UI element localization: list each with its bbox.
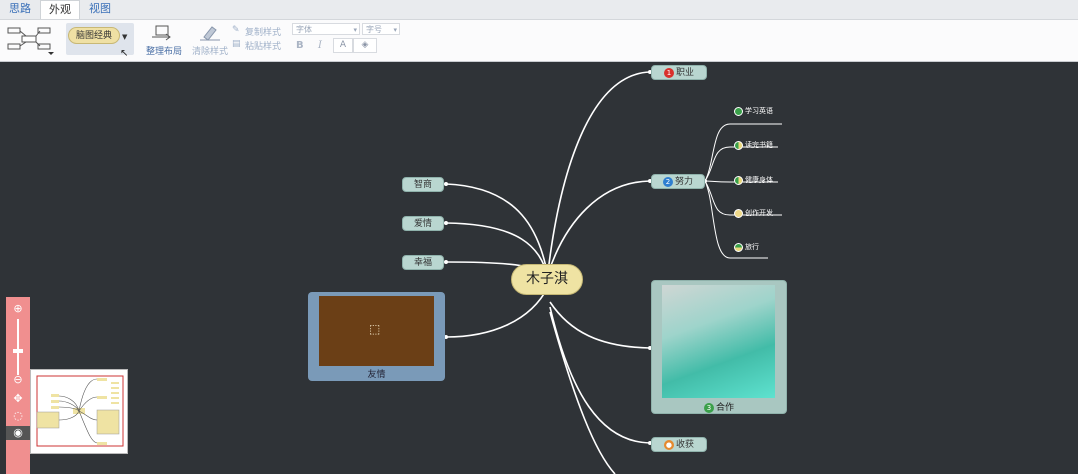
image-node-label: 友情 bbox=[367, 370, 386, 380]
copy-style-label: 复制样式 bbox=[245, 28, 282, 38]
progress-icon bbox=[734, 175, 743, 185]
priority-badge: 3 bbox=[703, 402, 714, 413]
branch-label: 努力 bbox=[674, 177, 693, 187]
tab-idea[interactable]: 思路 bbox=[9, 2, 31, 15]
branch-node-happiness[interactable]: 幸福 bbox=[402, 255, 444, 270]
zoom-panel: ⊕ ⊖ ✥ ◌ ◉ bbox=[6, 297, 30, 474]
clear-style-button[interactable]: 清除样式 bbox=[190, 23, 230, 57]
priority-badge: 2 bbox=[662, 176, 673, 187]
zoom-slider-handle[interactable] bbox=[13, 349, 23, 353]
relayout-button[interactable]: 整理布局 bbox=[144, 23, 182, 57]
font-size-value: 字号 bbox=[366, 25, 382, 34]
bold-button[interactable]: B bbox=[296, 40, 304, 51]
minimap[interactable] bbox=[30, 369, 128, 454]
eraser-icon bbox=[200, 26, 220, 41]
locate-icon[interactable]: ◌ bbox=[13, 409, 23, 422]
branch-node-love[interactable]: 爱情 bbox=[402, 216, 444, 231]
tab-appearance[interactable]: 外观 bbox=[40, 0, 80, 19]
toolbar: 脑图经典 ▼ ↖ 整理布局 清除样式 ✎ 复制样式 ▤ 粘贴样式 字体 ▾ 字号… bbox=[0, 20, 1078, 62]
paste-icon: ▤ bbox=[232, 39, 241, 49]
brush-icon: ✎ bbox=[232, 25, 240, 35]
mindmap-structure-icon bbox=[7, 27, 54, 55]
relayout-icon bbox=[152, 25, 171, 41]
relayout-label: 整理布局 bbox=[146, 47, 183, 57]
leaf-node[interactable]: 创作开发 bbox=[734, 208, 773, 218]
node-image: ⬚ bbox=[319, 296, 434, 366]
branch-label: 职业 bbox=[675, 68, 694, 78]
chevron-down-icon: ▾ bbox=[353, 26, 357, 34]
eye-icon[interactable]: ◉ bbox=[6, 426, 30, 440]
progress-icon bbox=[734, 208, 743, 218]
image-node-friendship[interactable]: ⬚ 友情 bbox=[308, 292, 445, 381]
background-color-button[interactable]: ◈ bbox=[353, 38, 377, 53]
leaf-node[interactable]: 读完书籍 bbox=[734, 140, 773, 150]
font-family-select[interactable]: 字体 ▾ bbox=[292, 23, 360, 35]
node-image bbox=[662, 285, 775, 398]
done-icon bbox=[734, 106, 743, 116]
progress-icon bbox=[734, 242, 743, 252]
clear-style-label: 清除样式 bbox=[192, 47, 229, 57]
leaf-node[interactable]: 学习英语 bbox=[734, 106, 773, 116]
branch-label: 收获 bbox=[675, 440, 694, 450]
copy-style-button[interactable]: ✎ 复制样式 bbox=[232, 25, 287, 38]
font-color-button[interactable]: A bbox=[333, 38, 353, 53]
harvest-icon: ● bbox=[663, 439, 674, 450]
theme-dropdown-arrow-icon[interactable]: ▼ bbox=[122, 33, 128, 41]
mindmap-structure-button[interactable] bbox=[6, 24, 56, 56]
chevron-down-icon: ▾ bbox=[393, 26, 397, 34]
image-placeholder-icon: ⬚ bbox=[369, 322, 381, 336]
tab-bar: 思路 外观 视图 bbox=[0, 0, 1078, 20]
italic-button[interactable]: I bbox=[318, 40, 322, 51]
move-icon[interactable]: ✥ bbox=[13, 392, 23, 405]
paste-style-button[interactable]: ▤ 粘贴样式 bbox=[232, 39, 287, 52]
zoom-out-icon[interactable]: ⊖ bbox=[13, 373, 23, 386]
minimap-preview bbox=[36, 375, 124, 447]
paste-style-label: 粘贴样式 bbox=[245, 42, 282, 52]
leaf-node[interactable]: 旅行 bbox=[734, 242, 759, 252]
branch-node-harvest[interactable]: ●收获 bbox=[651, 437, 707, 452]
zoom-slider-track[interactable] bbox=[17, 319, 19, 375]
theme-preview[interactable]: 脑图经典 bbox=[68, 27, 120, 44]
paint-bucket-icon: ◈ bbox=[361, 40, 369, 50]
progress-icon bbox=[734, 140, 743, 150]
font-family-value: 字体 bbox=[296, 25, 312, 34]
cursor-icon: ↖ bbox=[120, 48, 129, 59]
priority-badge: 1 bbox=[663, 67, 674, 78]
font-size-select[interactable]: 字号 ▾ bbox=[362, 23, 400, 35]
leaf-node[interactable]: 健康身体 bbox=[734, 175, 773, 185]
zoom-in-icon[interactable]: ⊕ bbox=[13, 302, 23, 315]
tab-view[interactable]: 视图 bbox=[89, 2, 111, 15]
root-node[interactable]: 木子淇 bbox=[511, 264, 583, 295]
branch-node-iq[interactable]: 智商 bbox=[402, 177, 444, 192]
